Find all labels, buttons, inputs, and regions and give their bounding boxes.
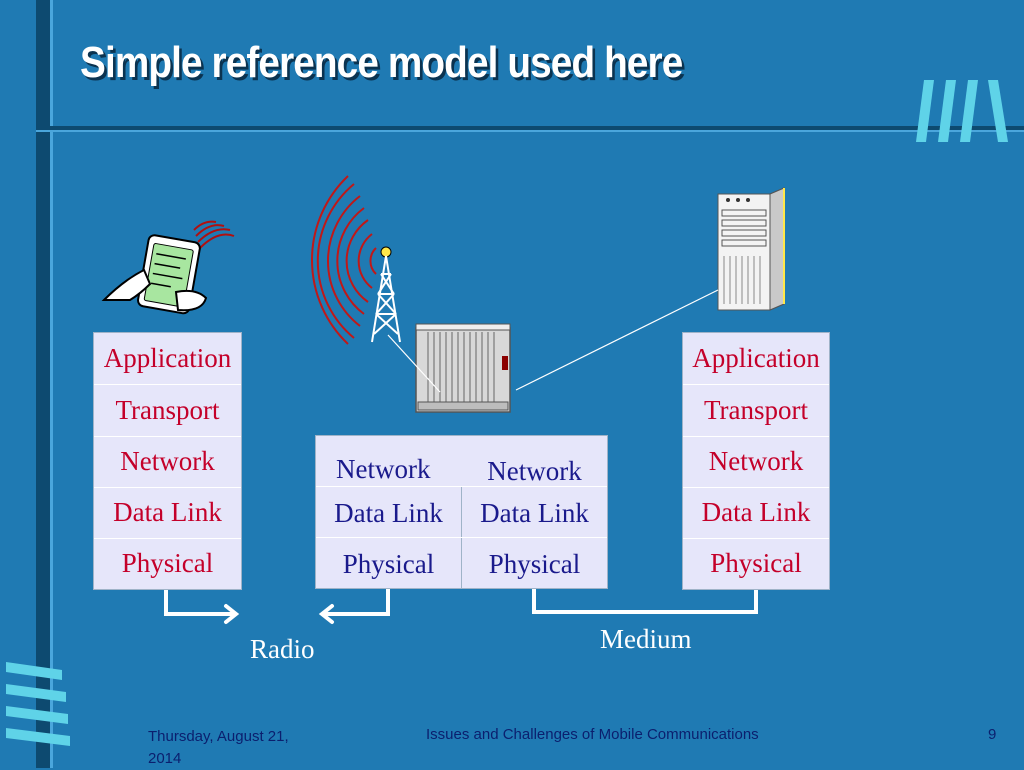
title-divider (36, 126, 1024, 130)
relay-right-data-link: Data Link (480, 498, 589, 528)
layer-physical: Physical (710, 548, 802, 578)
radio-label: Radio (250, 634, 315, 664)
left-frame-highlight (50, 0, 53, 768)
corner-stripes-icon (6, 662, 70, 746)
handheld-device-icon (101, 220, 235, 315)
layer-network: Network (120, 446, 215, 476)
protocol-stack-server: Application Transport Network Data Link … (682, 332, 830, 590)
layer-data-link: Data Link (113, 497, 222, 527)
radio-tower-icon (311, 175, 401, 345)
protocol-stack-mobile: Application Transport Network Data Link … (93, 332, 242, 590)
layer-transport: Transport (115, 395, 220, 425)
medium-label: Medium (600, 624, 692, 654)
layer-physical: Physical (121, 548, 214, 578)
footer-subject: Issues and Challenges of Mobile Communic… (426, 726, 759, 743)
layer-application: Application (103, 343, 232, 373)
relay-left-data-link: Data Link (334, 498, 443, 528)
relay-left-physical: Physical (342, 549, 435, 579)
slide-number: 9 (988, 726, 997, 743)
layer-transport: Transport (703, 395, 809, 425)
base-station-rack-icon (415, 323, 511, 413)
protocol-stack-relay: Network Data Link Physical Network Data … (315, 435, 608, 589)
logo-stripes-icon (916, 80, 1008, 142)
layer-network: Network (708, 446, 804, 476)
title-divider-highlight (36, 130, 1024, 132)
layer-data-link: Data Link (701, 497, 811, 527)
relay-right-network: Network (487, 456, 582, 486)
relay-left-network: Network (336, 454, 431, 484)
footer-date: Thursday, August 21, 2014 (148, 728, 289, 767)
slide-title: Simple reference model used here (80, 38, 683, 87)
layer-application: Application (692, 343, 820, 373)
relay-right-physical: Physical (488, 549, 581, 579)
left-frame-bar (36, 0, 50, 768)
server-tower-icon (717, 187, 785, 311)
